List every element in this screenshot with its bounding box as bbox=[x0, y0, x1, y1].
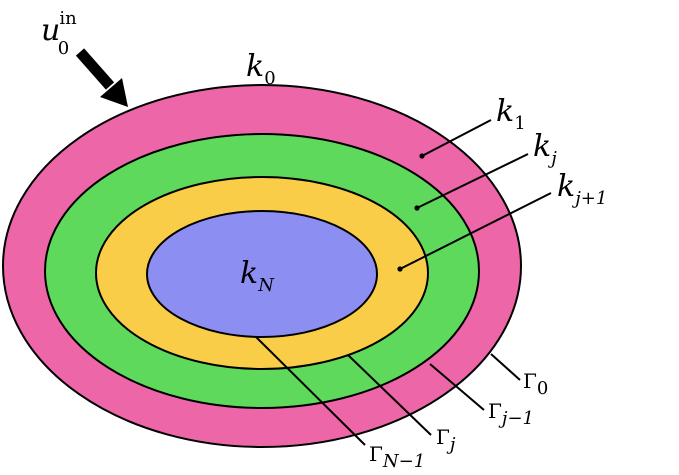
leader-line-gamma-j bbox=[347, 354, 432, 436]
leader-line-gamma-jm1 bbox=[429, 363, 485, 411]
leader-line-k1 bbox=[421, 119, 492, 157]
leader-line-gamma-nm1 bbox=[255, 336, 366, 446]
arrow-down-right-icon bbox=[75, 48, 128, 107]
leader-line-kj bbox=[416, 153, 529, 209]
gamma-j-label: Γj bbox=[436, 425, 456, 455]
kj-label: kj bbox=[533, 129, 557, 169]
gamma0-label: Γ0 bbox=[523, 369, 548, 399]
leader-line-gamma0 bbox=[490, 353, 521, 381]
k0-label: k0 bbox=[246, 49, 276, 89]
leader-line-kj1 bbox=[399, 192, 552, 270]
gamma-nm1-label: ΓN−1 bbox=[369, 442, 425, 472]
k1-label: k1 bbox=[496, 94, 526, 134]
core-region bbox=[146, 210, 378, 338]
kj1-label: kj+1 bbox=[557, 169, 607, 209]
leader-dot-kj1 bbox=[397, 266, 403, 272]
leader-dot-kj bbox=[414, 205, 420, 211]
leader-dot-k1 bbox=[419, 153, 425, 159]
gamma-jm1-label: Γj−1 bbox=[488, 399, 534, 429]
kN-label: kN bbox=[240, 256, 275, 296]
